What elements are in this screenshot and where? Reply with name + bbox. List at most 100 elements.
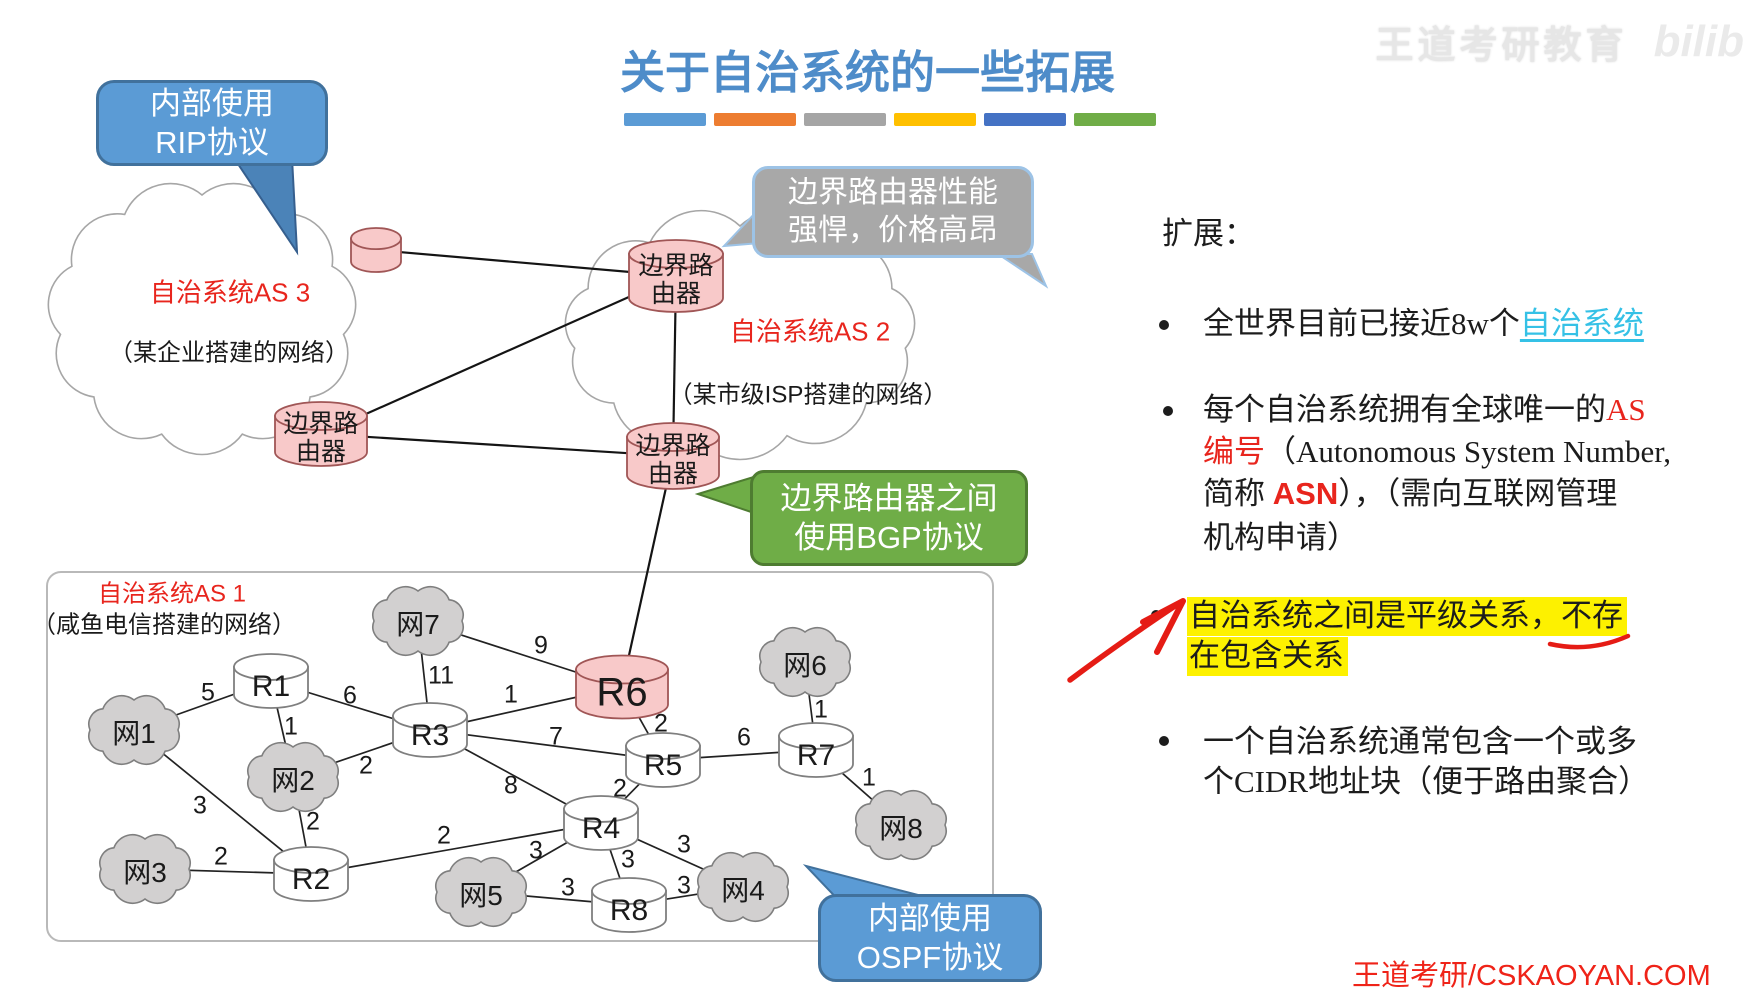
graph-edge (429, 729, 664, 761)
bullet3-line2: 在包含关系 (1187, 636, 1348, 676)
net-label-网2: 网2 (271, 765, 315, 796)
edge-weight-net2-r2: 2 (306, 807, 320, 836)
bucun-underlined-text: 不存 (1561, 598, 1623, 633)
bullet1-text: 全世界目前已接近8w个自治系统 (1203, 304, 1644, 344)
edge-weight-r8-net4: 3 (677, 871, 691, 900)
border-router-label: 边界路由器 (638, 252, 713, 308)
as-red-text: AS (1606, 392, 1646, 427)
bullet1-plain: 全世界目前已接近8w个 (1203, 306, 1520, 341)
net-label-网1: 网1 (112, 718, 156, 749)
as-hyperlink[interactable]: 自治系统 (1519, 306, 1644, 341)
watermark-text: 王道考研教育 (1375, 25, 1628, 67)
inter-as-link (620, 455, 675, 688)
callout-perf-tail-right (994, 253, 1049, 289)
edge-weight-net5-r8: 3 (561, 873, 575, 902)
edge-weight-r7-net8: 1 (862, 763, 876, 792)
callout-ospf: 内部使用 OSPF协议 (818, 894, 1042, 982)
callout-rip-line2: RIP协议 (155, 125, 269, 160)
border-router-label-line2: 由器 (650, 280, 702, 308)
net-cloud-网8 (855, 789, 947, 861)
callout-perf-line1: 边界路由器性能 (788, 176, 998, 209)
edge-weight-net3-r2: 2 (214, 842, 228, 871)
extension-heading: 扩展： (1162, 216, 1255, 251)
net-cloud-网4 (697, 851, 789, 923)
as1-desc: （咸鱼电信搭建的网络） (32, 611, 296, 639)
watermark: 王道考研教育 bilib (1376, 14, 1744, 69)
bullet1-marker (1159, 320, 1169, 330)
callout-bgp-line2: 使用BGP协议 (794, 520, 984, 555)
router-label-R7: R7 (796, 739, 836, 772)
graph-edge (310, 822, 602, 875)
bullet2-line1: 每个自治系统拥有全球唯一的AS (1203, 390, 1646, 430)
edge-weight-r4-r8: 3 (621, 845, 635, 874)
border-router-label: 边界路由器 (635, 432, 710, 488)
bianhao-red-text: 编号 (1203, 434, 1265, 469)
edge-weight-net6-r7: 1 (814, 695, 828, 724)
callout-bgp: 边界路由器之间 使用BGP协议 (750, 470, 1028, 566)
callout-border-performance: 边界路由器性能 强悍，价格高昂 (752, 166, 1034, 258)
title-bar-segment (714, 113, 796, 126)
page-title: 关于自治系统的一些拓展 (620, 48, 1116, 98)
router-label-R6: R6 (596, 670, 648, 715)
as3-name: 自治系统AS 3 (149, 277, 311, 308)
edge-weight-net1-r2: 3 (193, 791, 207, 820)
net-label-网3: 网3 (123, 857, 167, 888)
edge-weight-net2-r3: 2 (359, 751, 373, 780)
edge-weight-net5-r4: 3 (529, 836, 543, 865)
edge-weight-r6-r5: 2 (654, 709, 668, 738)
edge-weight-r3-r6: 1 (504, 680, 518, 709)
border-router-label-line2: 由器 (647, 460, 699, 488)
edge-weight-net7-r6: 9 (534, 631, 548, 660)
title-bar-segment (984, 113, 1066, 126)
asn-red-text: ASN (1272, 476, 1339, 511)
bullet2-line2: 编号（Autonomous System Number, (1203, 432, 1671, 472)
callout-rip: 内部使用 RIP协议 (96, 80, 328, 166)
callout-rip-line1: 内部使用 (150, 86, 274, 121)
net-label-网4: 网4 (721, 875, 765, 906)
callout-perf-line2: 强悍，价格高昂 (788, 214, 998, 247)
as3-cloud (47, 182, 357, 456)
bullet3-l1-plain: 自治系统之间是平级关系， (1189, 598, 1561, 633)
edge-weight-r1-net2: 1 (284, 712, 298, 741)
cskaoyan-footer: 王道考研/CSKAOYAN.COM (1352, 960, 1711, 990)
callout-ospf-line1: 内部使用 (868, 901, 992, 936)
bullet4-line1: 一个自治系统通常包含一个或多 (1203, 724, 1637, 759)
inter-as-link (320, 432, 674, 458)
net-label-网7: 网7 (396, 609, 440, 640)
title-underline-bars (624, 113, 1156, 126)
as2-desc: （某市级ISP搭建的网络） (668, 381, 948, 409)
router-label-R8: R8 (609, 894, 649, 927)
bullet4-marker (1159, 736, 1169, 746)
border-router-label-line1: 边界路 (638, 252, 714, 280)
net-cloud-网6 (759, 626, 851, 698)
net-label-网5: 网5 (459, 880, 503, 911)
callout-ospf-line2: OSPF协议 (856, 940, 1004, 975)
title-bar-segment (624, 113, 706, 126)
net-label-网8: 网8 (879, 813, 923, 844)
bullet4-line2: 个CIDR地址块（便于路由聚合） (1203, 764, 1650, 799)
router-label-R1: R1 (251, 670, 291, 703)
highlighted-text-line1: 自治系统之间是平级关系，不存 (1187, 597, 1627, 636)
inter-as-link (320, 274, 677, 436)
bullet2-line3: 简称 ASN），（需向互联网管理 (1203, 474, 1617, 514)
edge-weight-net7-r3: 11 (428, 661, 454, 690)
bullet2-l2-plain: （Autonomous System Number, (1265, 434, 1672, 469)
title-bar-segment (804, 113, 886, 126)
edge-weight-r4-net4: 3 (677, 830, 691, 859)
router-label-R5: R5 (643, 749, 683, 782)
edge-weight-r2-r4: 2 (437, 821, 451, 850)
bilibili-logo: bilib (1653, 16, 1744, 66)
bullet2-l3-plain1: 简称 (1203, 476, 1273, 511)
edge-weight-r5-r4: 2 (613, 774, 627, 803)
inter-as-link (375, 248, 677, 278)
net-cloud-网3 (99, 833, 191, 905)
title-bar-segment (1074, 113, 1156, 126)
router-label-R3: R3 (410, 719, 450, 752)
bullet3-line1: 自治系统之间是平级关系，不存 (1187, 596, 1627, 636)
bullet2-l1-plain: 每个自治系统拥有全球唯一的 (1203, 392, 1606, 427)
edge-weight-net1-r1: 5 (201, 678, 215, 707)
net-cloud-网2 (247, 741, 339, 813)
net-cloud-网7 (372, 585, 464, 657)
